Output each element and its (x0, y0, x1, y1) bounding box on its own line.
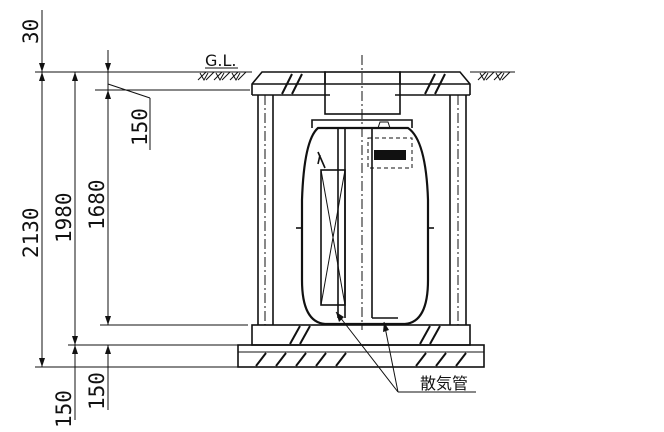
manhole-riser (324, 55, 401, 330)
dim-1680: 1680 (85, 179, 109, 230)
ground-level (195, 67, 515, 82)
internal-piping (317, 121, 413, 319)
base-foundation (237, 324, 485, 368)
dimension-lines (35, 10, 250, 420)
dim-150-base-right: 150 (85, 372, 109, 410)
side-walls (257, 95, 467, 325)
dim-2130: 2130 (19, 207, 43, 258)
dim-1980: 1980 (52, 192, 76, 243)
dim-150-inlet: 150 (128, 108, 152, 146)
dim-30: 30 (19, 19, 43, 44)
aeration-pipe-label: 散気管 (420, 374, 468, 393)
dim-150-base-left: 150 (52, 390, 76, 428)
tank-body (296, 119, 434, 326)
ground-level-label: G.L. (205, 51, 236, 70)
aeration-pipe-leader (335, 311, 476, 393)
